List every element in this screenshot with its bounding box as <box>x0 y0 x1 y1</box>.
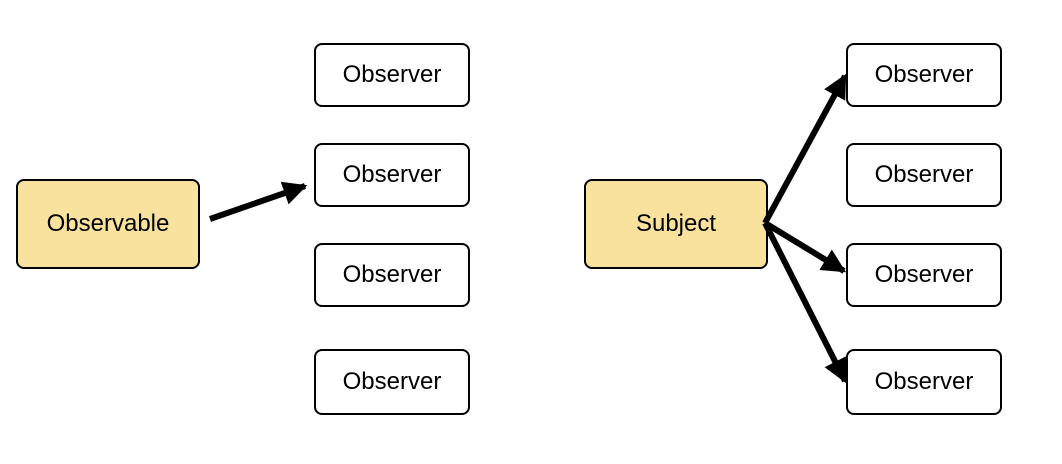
observer-label: Observer <box>342 61 442 88</box>
observer-label: Observer <box>874 368 974 395</box>
right-observer-3: Observer <box>846 243 1002 307</box>
observer-label: Observer <box>342 161 442 188</box>
observable-label: Observable <box>46 210 170 237</box>
right-observer-2: Observer <box>846 143 1002 207</box>
observer-label: Observer <box>874 261 974 288</box>
subject-label: Subject <box>635 210 717 237</box>
observer-label: Observer <box>342 368 442 395</box>
subject-to-observer-3-arrow <box>763 220 847 274</box>
observer-label: Observer <box>874 161 974 188</box>
left-observer-1: Observer <box>314 43 470 107</box>
observer-label: Observer <box>874 61 974 88</box>
observer-label: Observer <box>342 261 442 288</box>
right-observer-1: Observer <box>846 43 1002 107</box>
left-observer-4: Observer <box>314 349 470 415</box>
subject-to-observer-1-arrow <box>762 73 848 225</box>
subject-to-observer-4-arrow <box>762 221 848 384</box>
observable-node: Observable <box>16 179 200 269</box>
observable-to-observer-arrow <box>209 181 308 222</box>
left-observer-2: Observer <box>314 143 470 207</box>
left-observer-3: Observer <box>314 243 470 307</box>
right-observer-4: Observer <box>846 349 1002 415</box>
subject-node: Subject <box>584 179 768 269</box>
